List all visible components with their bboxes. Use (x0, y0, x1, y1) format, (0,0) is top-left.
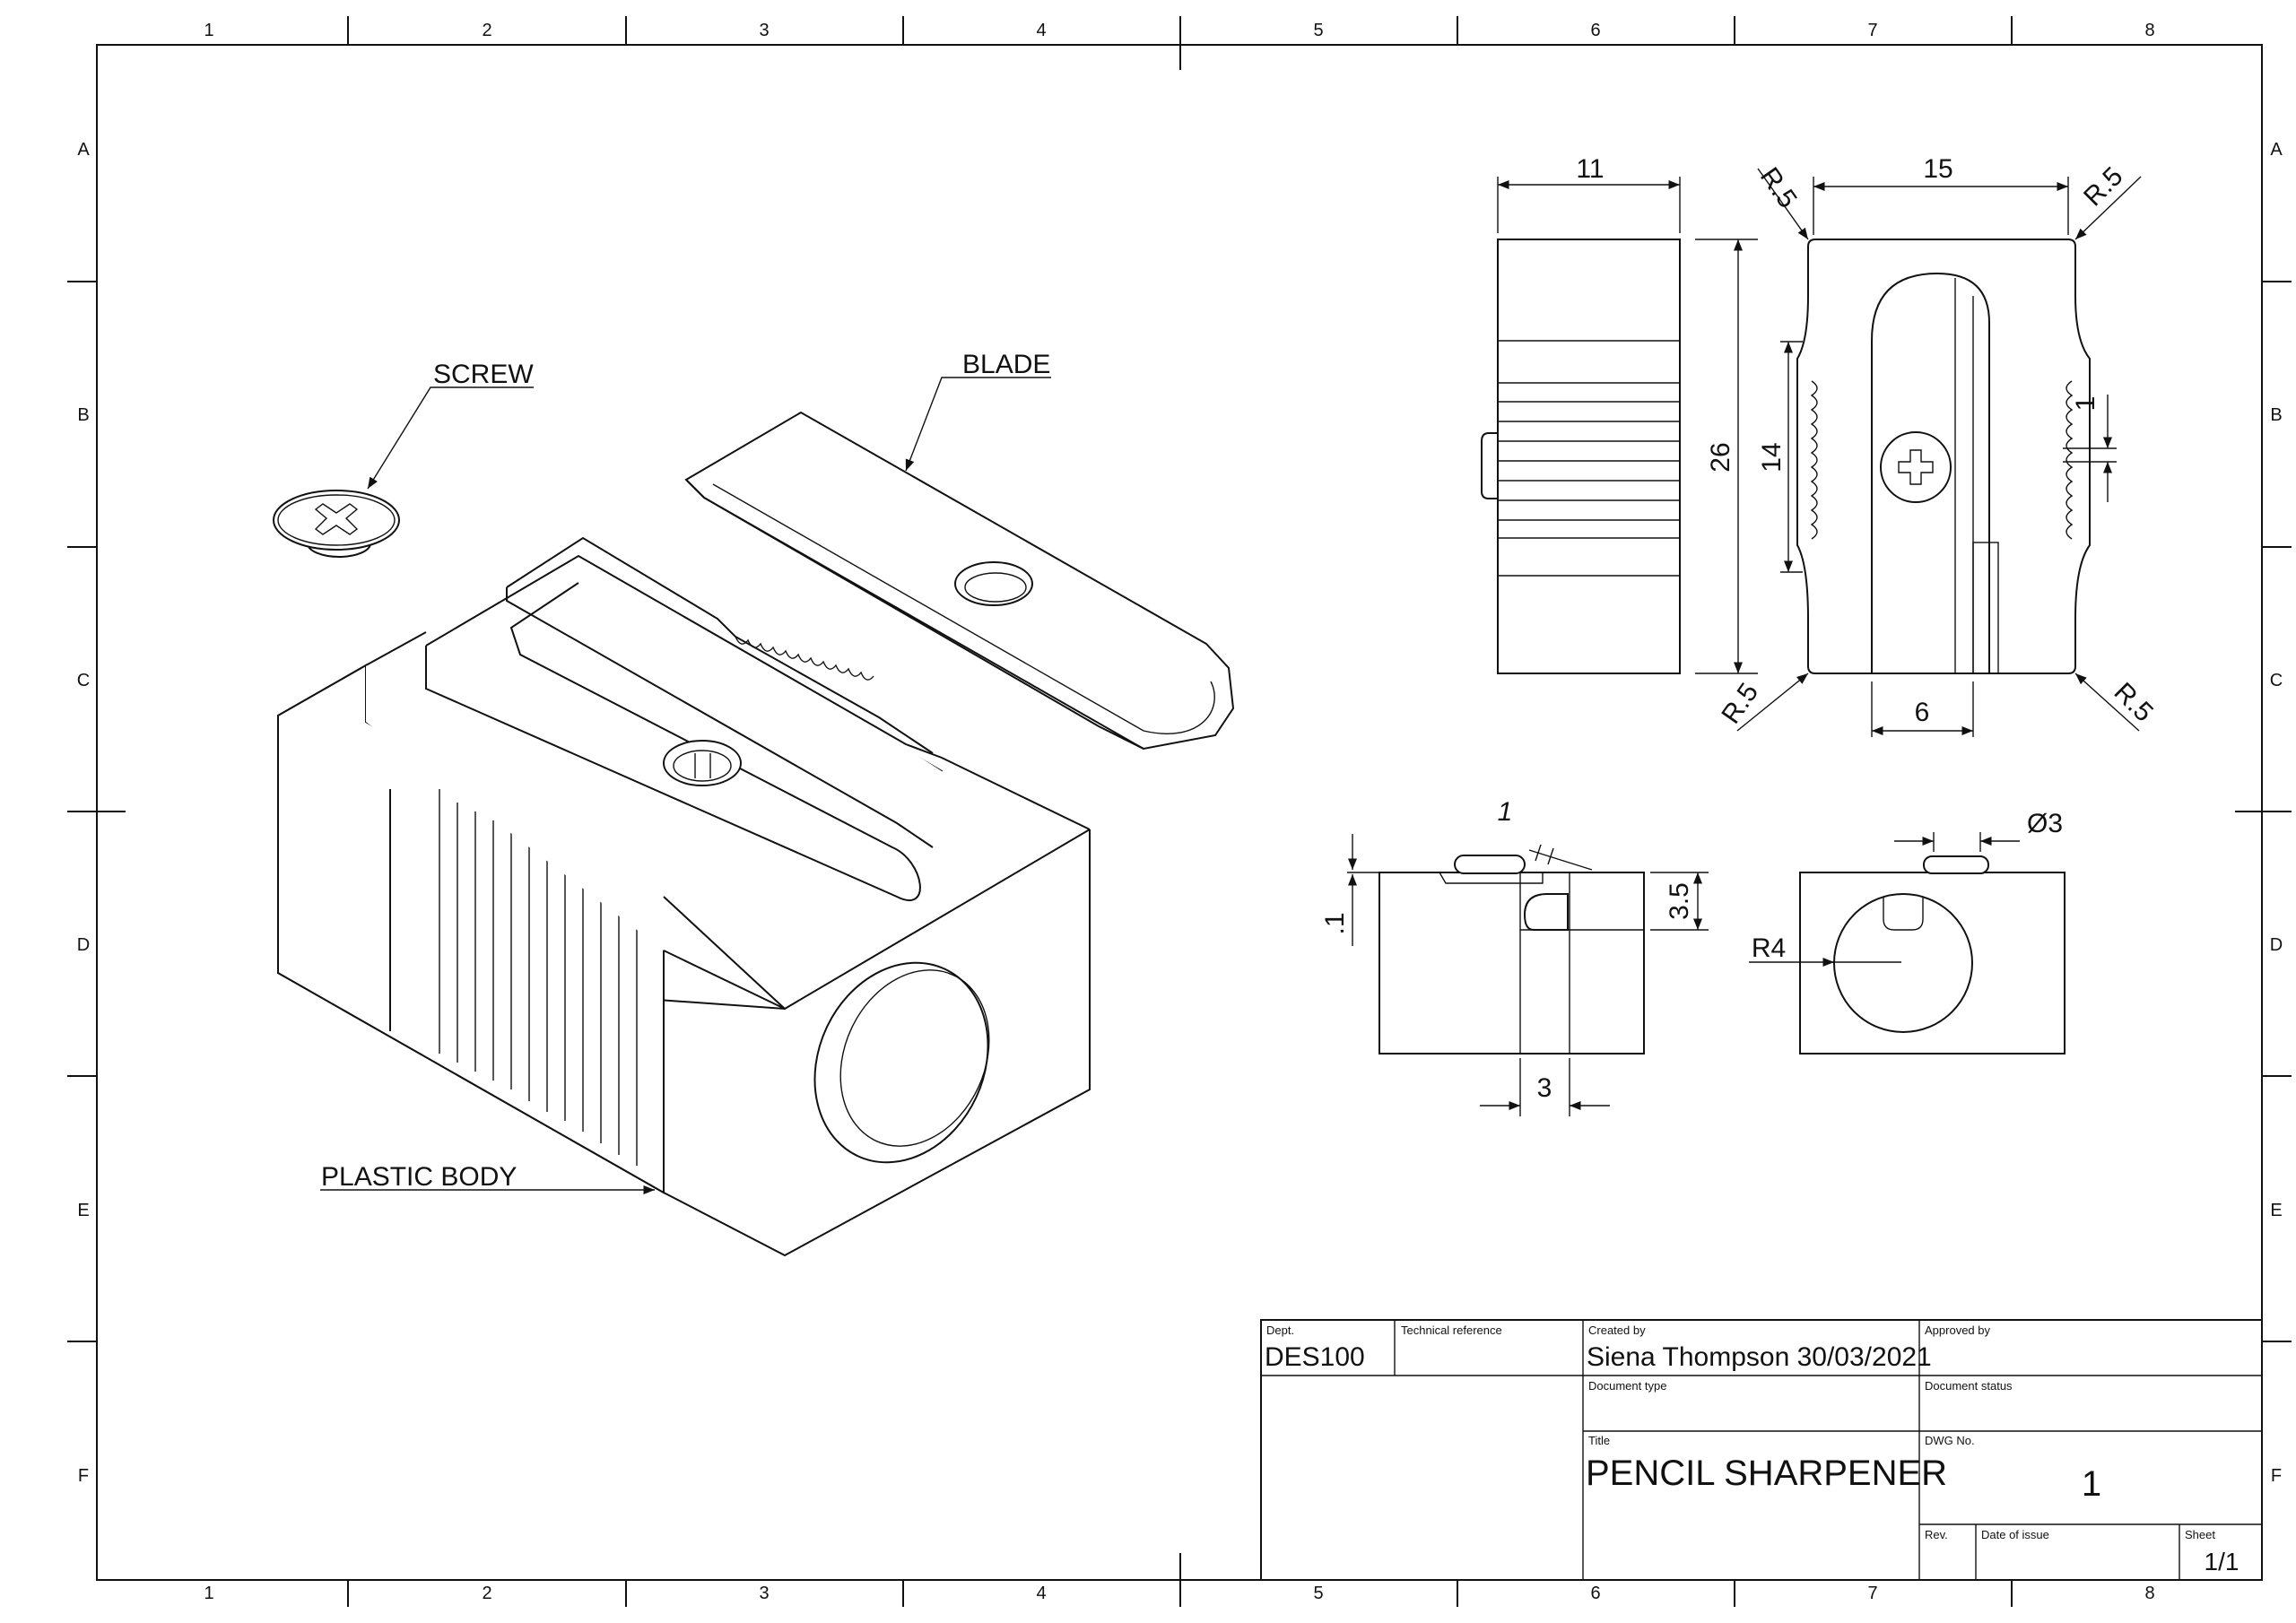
front-view (1736, 168, 2142, 737)
grid-col-label: 8 (2144, 1584, 2154, 1603)
grid-row-label: F (78, 1466, 89, 1486)
dim-depth: 3.5 (1665, 882, 1694, 920)
dim-bore-radius: R4 (1752, 933, 1786, 963)
grid-col-label: 5 (1313, 21, 1323, 40)
tb-created-by-value: Siena Thompson 30/03/2021 (1587, 1342, 1932, 1372)
tb-date-label: Date of issue (1981, 1528, 2049, 1541)
grid-col-label: 6 (1590, 1584, 1600, 1603)
tb-doc-status-label: Document status (1925, 1379, 2013, 1393)
body-ridges (439, 789, 638, 1166)
grid-row-label: D (2270, 935, 2283, 955)
side-view (1481, 177, 1758, 674)
grid-row-label: C (2270, 671, 2283, 690)
tb-sheet-label: Sheet (2185, 1528, 2215, 1541)
tb-doc-type-label: Document type (1588, 1379, 1666, 1393)
callout-screw: SCREW (433, 360, 534, 389)
dim-tooth-pitch: 1 (2071, 396, 2100, 412)
dim-blade-offset: .1 (1320, 912, 1350, 934)
grid-row-label: D (77, 935, 90, 955)
grid-row-label: A (2270, 140, 2283, 160)
tb-dept-value: DES100 (1265, 1342, 1365, 1372)
grid-col-label: 1 (204, 21, 213, 40)
tb-dept-label: Dept. (1266, 1324, 1294, 1337)
sheet-frame (67, 16, 2292, 1607)
grid-col-label: 4 (1036, 21, 1046, 40)
dim-radius: R.5 (1716, 678, 1764, 729)
grid-col-label: 4 (1036, 1584, 1046, 1603)
tb-title-value: PENCIL SHARPENER (1586, 1454, 1947, 1493)
grid-row-label: B (77, 405, 89, 425)
grid-row-label: C (77, 671, 90, 690)
dim-blade-thickness: 1 (1498, 797, 1513, 827)
dim-slot-height: 14 (1757, 442, 1787, 472)
dim-radius: R.5 (2078, 161, 2128, 212)
body-screw-hole (663, 740, 742, 786)
end-view (1749, 832, 2066, 1055)
grid-col-label: 2 (482, 1584, 491, 1603)
tb-approved-by-label: Approved by (1925, 1324, 1990, 1337)
pencil-bore (813, 961, 989, 1164)
dim-front-width: 15 (1923, 154, 1952, 184)
dim-height: 26 (1706, 442, 1735, 472)
tb-title-label: Title (1588, 1434, 1610, 1447)
tb-created-by-label: Created by (1588, 1324, 1646, 1337)
tb-rev-label: Rev. (1925, 1528, 1948, 1541)
dim-screw-diameter: Ø3 (2027, 809, 2063, 838)
grid-col-label: 7 (1867, 21, 1877, 40)
tb-dwg-no-label: DWG No. (1925, 1434, 1975, 1447)
grid-col-label: 6 (1590, 21, 1600, 40)
callout-leaders (320, 377, 1051, 1195)
dim-radius: R.5 (2109, 677, 2159, 727)
callout-blade: BLADE (962, 350, 1050, 379)
grid-col-label: 7 (1867, 1584, 1877, 1603)
grid-col-label: 2 (482, 21, 491, 40)
grid-row-label: E (77, 1201, 89, 1220)
dim-hole-offset: 3 (1537, 1073, 1552, 1103)
callout-plastic-body: PLASTIC BODY (321, 1162, 517, 1192)
grid-col-label: 3 (759, 21, 769, 40)
tb-dwg-no-value: 1 (2082, 1464, 2101, 1504)
screw-part (273, 490, 400, 558)
grid-row-label: F (2271, 1466, 2282, 1486)
isometric-view (277, 536, 1091, 1257)
grid-row-label: E (2270, 1201, 2282, 1220)
blade-part (684, 411, 1235, 751)
grid-col-label: 3 (759, 1584, 769, 1603)
grid-col-label: 8 (2144, 21, 2154, 40)
blade-screw-hole (954, 561, 1033, 606)
dim-side-width: 11 (1576, 154, 1604, 184)
title-block (1260, 1319, 2263, 1581)
grid-col-label: 1 (204, 1584, 213, 1603)
section-view (1347, 834, 1709, 1116)
grid-row-label: B (2270, 405, 2282, 425)
grid-col-label: 5 (1313, 1584, 1323, 1603)
tb-sheet-value: 1/1 (2205, 1548, 2239, 1575)
dim-radius: R.5 (1754, 162, 1803, 213)
dim-opening-width: 6 (1915, 698, 1930, 727)
tb-tech-ref-label: Technical reference (1401, 1324, 1502, 1337)
grid-row-label: A (77, 140, 90, 160)
